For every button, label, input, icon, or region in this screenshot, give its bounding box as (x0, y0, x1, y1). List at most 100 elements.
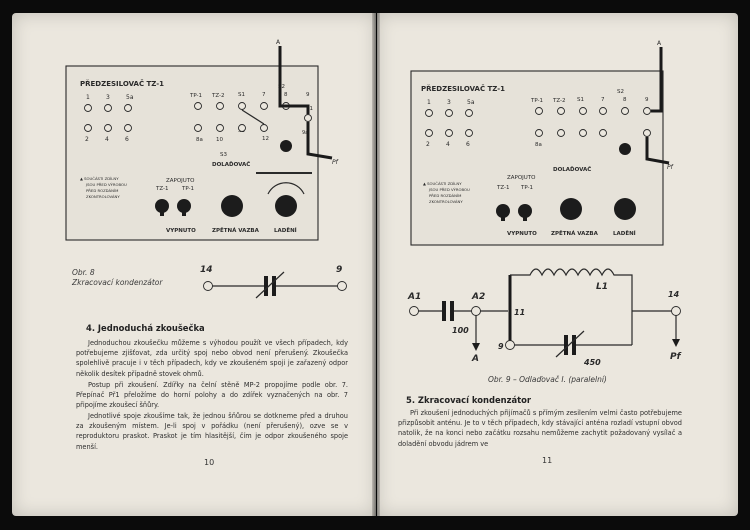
jack-hole (238, 102, 246, 110)
inductor-coil (510, 268, 633, 345)
left-paragraph: Postup při zkoušení. Zdířky na čelní stě… (76, 381, 348, 410)
right-heading: 5. Zkracovací kondenzátor (406, 395, 532, 405)
warning-line: JSOU PŘED VÝROBOU (85, 182, 127, 187)
right-panel-diagram: PŘEDZESILOVAČ TZ-1 1 3 5a 2 4 6 TP-1 TZ-… (410, 40, 674, 246)
fig9-label: A2 (471, 292, 485, 302)
panel-title: PŘEDZESILOVAČ TZ-1 (421, 84, 505, 93)
jack-hole (194, 124, 202, 132)
jack-hole (465, 109, 473, 117)
knob-label: VYPNUTO (507, 231, 537, 237)
panel-rule (256, 172, 312, 174)
capacitor-plate (272, 276, 276, 296)
switch-stem (182, 206, 186, 216)
arrow-icon (672, 339, 680, 347)
jack-hole (216, 124, 224, 132)
panel-num: 8a (535, 142, 542, 148)
warning-line: ▲ SOUČÁSTI ZDÍLNY (80, 176, 119, 181)
panel-num: 3 (447, 99, 451, 106)
panel-num: 8 (623, 97, 627, 103)
dolaovac-label: DOLAĎOVAČ (212, 161, 250, 168)
tuning-dial-knob (614, 198, 636, 220)
tuning-dial-knob (275, 195, 297, 217)
fig8-caption: Obr. 8 Zkracovací kondenzátor (72, 268, 162, 288)
fig9-label: 11 (514, 308, 525, 317)
capacitor-plate (442, 301, 446, 321)
left-paragraph: Jednotlivé spoje zkoušíme tak, že jednou… (76, 412, 348, 451)
warning-line: PŘED ROZDÁNÍM (429, 193, 461, 198)
antenna-wire (651, 47, 663, 113)
panel-num: 6 (125, 136, 129, 143)
jack-hole (557, 129, 565, 137)
jack-hole (643, 129, 651, 137)
jack-hole (579, 129, 587, 137)
switch-stem (523, 211, 527, 221)
right-paragraph: Při zkoušení jednoduchých přijímačů s př… (398, 409, 682, 448)
panel-num: 9 (645, 97, 649, 103)
fig9-label: 14 (668, 290, 680, 299)
s-label: S1 (238, 92, 245, 98)
left-panel-diagram: PŘEDZESILOVAČ TZ-1 1 3 5a 2 4 6 TP-1 TZ-… (65, 39, 339, 241)
fig8-label: 9 (336, 265, 342, 275)
jack-hole (465, 129, 473, 137)
panel-num: 2 (426, 141, 430, 148)
tz1-label: TZ-1 (496, 185, 510, 191)
output-wire (645, 137, 670, 165)
feedback-knob (560, 198, 582, 220)
jack-hole (84, 104, 92, 112)
panel-title: PŘEDZESILOVAČ TZ-1 (80, 79, 164, 88)
panel-num: 9a (302, 130, 308, 136)
fig8-diagram: 14 9 (200, 265, 347, 299)
s-label: S2 (617, 89, 624, 95)
book-gutter (372, 13, 380, 516)
warning-line: ▲ SOUČÁSTI ZDÍLNY (423, 181, 462, 186)
terminal (203, 281, 213, 291)
fig9-circuit-diagram: A1 A2 100 A 11 9 L1 450 14 Pf (407, 268, 682, 367)
warning-line: ZKONTROLOVÁNY (86, 194, 120, 199)
warning-line: JSOU PŘED VÝROBOU (428, 187, 470, 192)
warning-line: PŘED ROZDÁNÍM (86, 188, 118, 193)
jack-hole (216, 102, 224, 110)
output-wire (306, 122, 333, 160)
jack-hole (425, 129, 433, 137)
jack-hole (535, 129, 543, 137)
jack-hole (579, 107, 587, 115)
left-heading: 4. Jednoduchá zkoušečka (86, 323, 205, 333)
panel-num: 5a (467, 99, 475, 106)
jack-hole (425, 109, 433, 117)
fig8-caption-line: Obr. 8 (72, 268, 95, 277)
panel-frame (65, 65, 319, 241)
knob-label: LADĚNÍ (274, 226, 297, 234)
knob-label: ZPĚTNÁ VAZBA (212, 226, 260, 234)
panel-num: 6 (466, 141, 470, 148)
panel-num: 9 (306, 92, 310, 98)
dial-arc (267, 182, 305, 195)
terminal-pf-label: Pf (667, 164, 674, 171)
dolaovac-label: DOLAĎOVAČ (553, 166, 591, 173)
tz1-label: TZ-1 (155, 186, 169, 192)
jack-hole (445, 109, 453, 117)
jack-hole (194, 102, 202, 110)
jack-hole (445, 129, 453, 137)
tp-label: TZ-2 (211, 93, 225, 99)
panel-num: 1 (86, 94, 90, 101)
jack-hole (643, 107, 651, 115)
left-paragraph: Jednoduchou zkoušečku můžeme s výhodou p… (76, 339, 348, 378)
terminal (337, 281, 347, 291)
panel-num: 12 (262, 136, 269, 142)
tp1-label: TP-1 (520, 185, 533, 191)
switch-link (241, 109, 265, 125)
fig8-label: 14 (200, 265, 213, 275)
arrow-icon (472, 343, 480, 351)
panel-num: 7 (601, 97, 605, 103)
jack-hole (260, 102, 268, 110)
jack-hole (104, 104, 112, 112)
jack-hole (599, 129, 607, 137)
panel-num: 5a (126, 94, 134, 101)
jack-hole (557, 107, 565, 115)
terminal-pf-label: Pf (332, 159, 339, 166)
warning-line: ZKONTROLOVÁNY (429, 199, 463, 204)
tp-label: TP-1 (530, 98, 543, 104)
fig9-caption: Obr. 9 – Odlaďovač I. (paralelní) (488, 375, 607, 384)
tp1-label: TP-1 (181, 186, 194, 192)
zapojuto-label: ZAPOJUTO (507, 175, 536, 181)
